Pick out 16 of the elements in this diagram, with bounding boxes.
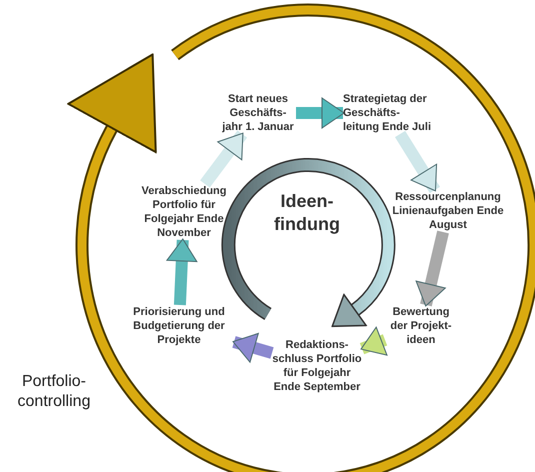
block-arrow — [360, 326, 388, 356]
stage-label: Start neues Geschäfts- jahr 1. Januar — [220, 92, 296, 134]
block-arrow — [394, 130, 440, 194]
block-arrow — [200, 130, 248, 188]
cycle-label: Portfolio- controlling — [6, 372, 102, 412]
block-arrow — [232, 332, 274, 363]
block-arrow — [166, 238, 198, 306]
stage-label: Verabschiedung Portfolio für Folgejahr Ende November — [133, 184, 235, 240]
stage-label: Strategietag der Geschäfts- leitung Ende Juli — [343, 92, 431, 134]
stage-label: Ressourcenplanung Linienaufgaben Ende August — [390, 190, 506, 232]
block-arrow — [416, 230, 449, 306]
stage-label: Bewertung der Projekt- ideen — [385, 305, 457, 347]
stage-label: Redaktions- schluss Portfolio für Folgejahr Ende September — [272, 338, 362, 394]
stage-label: Priorisierung und Budgetierung der Projekte — [124, 305, 234, 347]
cycle-label: Ideen- findung — [267, 190, 347, 236]
block-arrow — [296, 98, 344, 128]
